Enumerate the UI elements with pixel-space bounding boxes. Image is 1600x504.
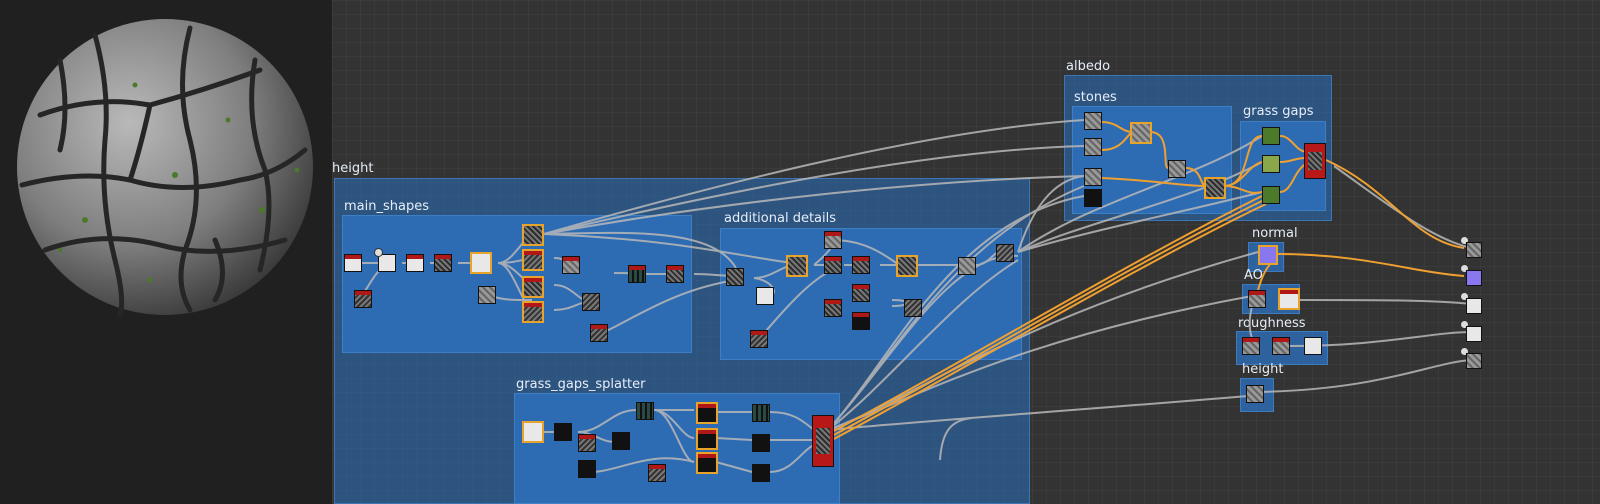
node-flood-fill-gradient[interactable] [522,276,544,298]
node-dust[interactable] [824,299,842,317]
node-stone-color-2[interactable] [1084,138,1102,156]
output-icon [1460,292,1469,301]
frame-title-ao: AO [1244,268,1263,283]
node-crystal[interactable] [824,231,842,249]
stone-sphere-preview[interactable] [0,0,332,504]
node-albedo-blend[interactable] [1304,143,1326,179]
output-icon [1460,347,1469,356]
node-height-final[interactable] [1246,385,1264,403]
node-ambient-occlusion[interactable] [1278,288,1300,310]
frame-title-roughness: roughness [1238,316,1306,331]
node-glow[interactable] [612,432,630,450]
node-grunge[interactable] [756,287,774,305]
node-graph-canvas[interactable]: height main_shapes additional details gr… [332,0,1600,504]
node-mask-out-2[interactable] [752,434,770,452]
node-roughness-2[interactable] [1272,337,1290,355]
frame-title-stones: stones [1074,90,1117,105]
node-moisture[interactable] [852,284,870,302]
node-grass-mask-3[interactable] [696,452,718,474]
frame-title-grass-gaps-splatter: grass_gaps_splatter [516,377,646,392]
node-tile[interactable] [406,254,424,272]
frame-title-normal: normal [1252,226,1298,241]
node-blend-out[interactable] [666,265,684,283]
frame-title-grass-gaps: grass gaps [1243,104,1314,119]
node-splatter-multi[interactable] [812,415,834,467]
node-stone-dark[interactable] [1084,189,1102,207]
node-slope-blur[interactable] [522,301,544,323]
node-stone-blend[interactable] [1130,122,1152,144]
node-histogram-scan[interactable] [628,265,646,283]
3d-viewport[interactable] [0,0,332,504]
warning-icon [374,248,383,257]
node-splatter-circular[interactable] [636,402,654,420]
node-grass-noise[interactable] [648,464,666,482]
node-grass-color-3[interactable] [1262,186,1280,204]
node-mask-out-3[interactable] [752,464,770,482]
node-warp[interactable] [904,299,922,317]
node-stone-color-1[interactable] [1084,112,1102,130]
output-icon [1460,264,1469,273]
node-shape[interactable] [344,254,362,272]
output-icon [1460,320,1469,329]
node-uniform-color[interactable] [522,421,544,443]
node-grass-color-1[interactable] [1262,127,1280,145]
node-flood-fill-random[interactable] [522,224,544,246]
node-fractal[interactable] [750,330,768,348]
node-grass-color-2[interactable] [1262,155,1280,173]
node-dirt[interactable] [726,268,744,286]
frame-title-height: height [332,161,374,176]
output-roughness[interactable] [1466,326,1482,342]
node-flood-fill[interactable] [470,252,492,274]
node-splatter-noise[interactable] [578,434,596,452]
node-cells[interactable] [824,256,842,274]
node-shape-splatter[interactable] [554,423,572,441]
node-blend[interactable] [562,256,580,274]
node-gradient-spot[interactable] [578,460,596,478]
node-transform[interactable] [378,254,396,272]
node-height-blend[interactable] [958,257,976,275]
node-clouds[interactable] [590,324,608,342]
node-tile-random[interactable] [434,254,452,272]
node-perlin[interactable] [478,286,496,304]
output-icon [1460,236,1469,245]
frame-title-height-output: height [1242,362,1284,377]
node-stone-out[interactable] [1204,177,1226,199]
node-blend-details-2[interactable] [896,255,918,277]
frame-title-additional-details: additional details [724,211,837,226]
output-ambient-occlusion[interactable] [1466,298,1482,314]
node-height-out[interactable] [996,244,1014,262]
node-normal[interactable] [1258,245,1278,265]
node-bnw-spots[interactable] [852,256,870,274]
node-noise[interactable] [354,290,372,308]
node-roughness-levels[interactable] [1304,337,1322,355]
output-normal[interactable] [1466,270,1482,286]
node-grass-mask-1[interactable] [696,402,718,424]
frame-grass-gaps-splatter[interactable] [514,393,840,504]
node-mask-out-1[interactable] [752,404,770,422]
frame-title-main-shapes: main_shapes [344,199,429,214]
node-stone-gradient[interactable] [1168,160,1186,178]
node-blend-details[interactable] [786,255,808,277]
node-roughness-1[interactable] [1242,337,1260,355]
output-basecolor[interactable] [1466,242,1482,258]
node-ao-input[interactable] [1248,290,1266,308]
node-levels[interactable] [582,293,600,311]
frame-title-albedo: albedo [1066,59,1111,74]
node-gaussian[interactable] [852,312,870,330]
orange-wires [827,121,1465,443]
node-grass-mask-2[interactable] [696,428,718,450]
node-stone-color-3[interactable] [1084,168,1102,186]
output-height[interactable] [1466,353,1482,369]
node-edge-detect[interactable] [522,249,544,271]
